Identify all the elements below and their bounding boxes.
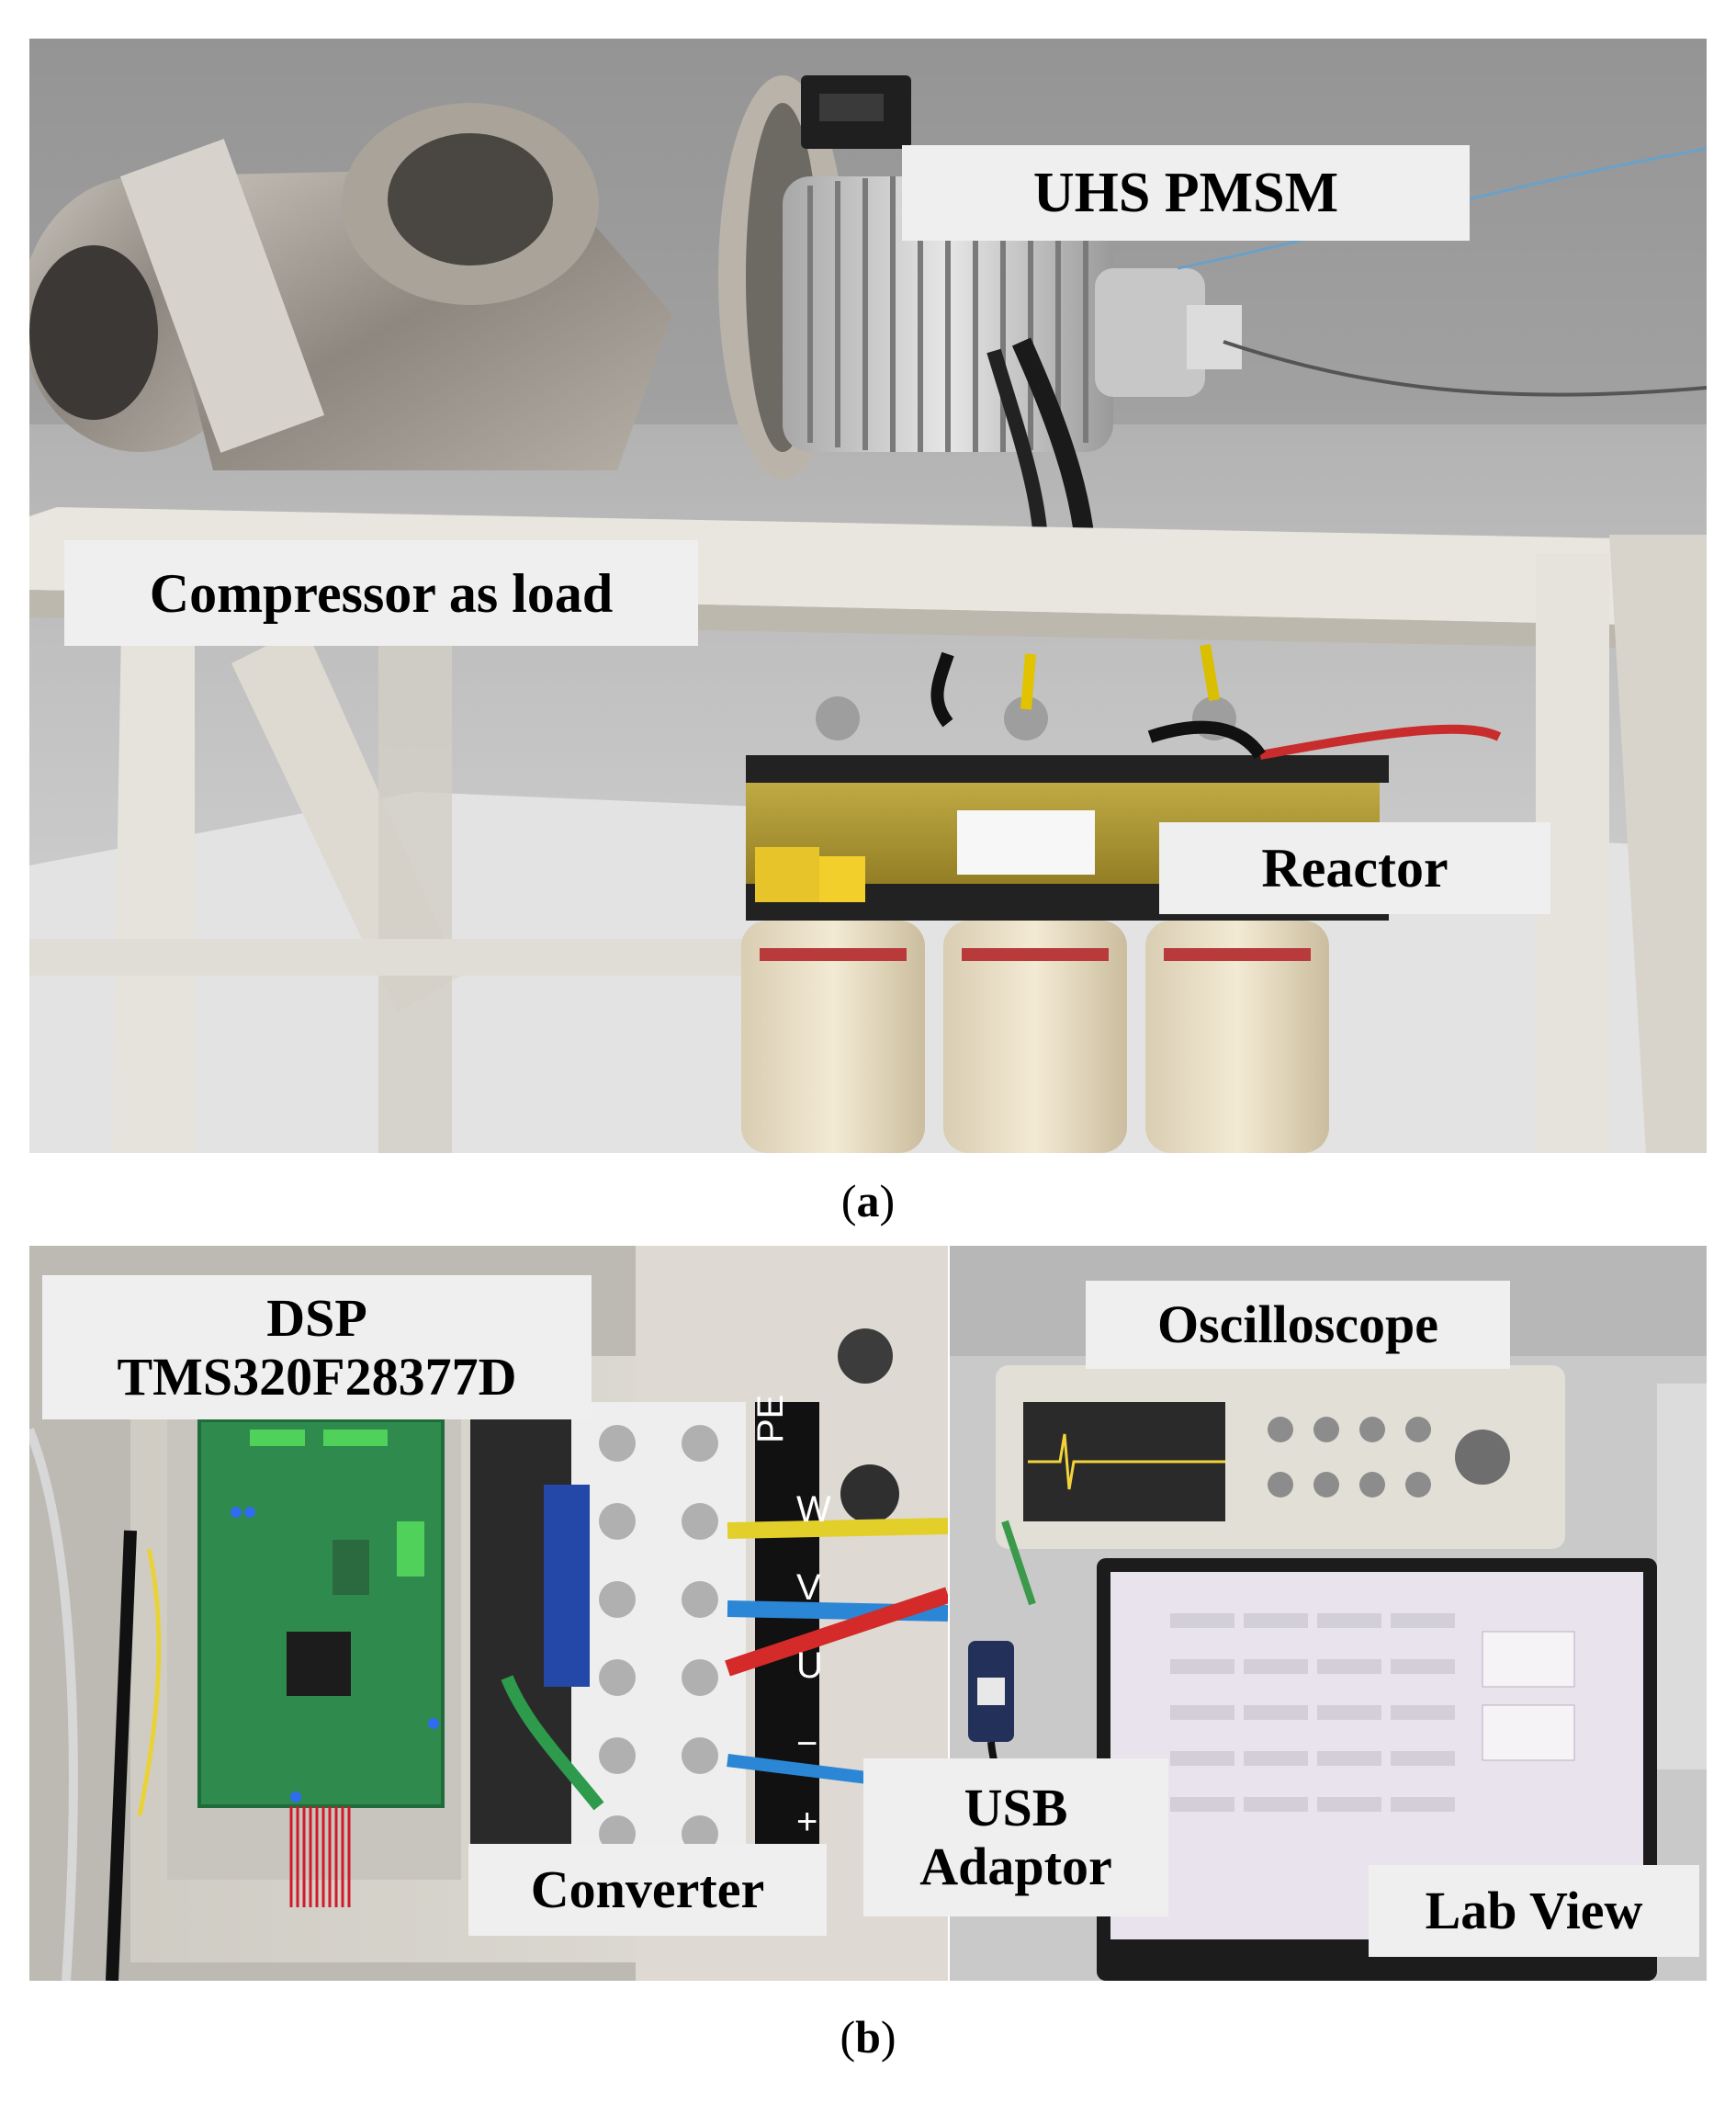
terminal-mark-pe: PE bbox=[750, 1395, 791, 1443]
label-usb-line1: USB bbox=[964, 1778, 1068, 1838]
label-oscilloscope: Oscilloscope bbox=[1086, 1281, 1510, 1369]
label-converter: Converter bbox=[468, 1844, 827, 1936]
caption-b: (b) bbox=[840, 2011, 896, 2063]
label-dsp: DSP TMS320F28377D bbox=[42, 1275, 592, 1419]
terminal-mark-v: V bbox=[796, 1567, 821, 1608]
label-usb-adaptor: USB Adaptor bbox=[863, 1758, 1168, 1916]
label-uhs-pmsm: UHS PMSM bbox=[902, 145, 1470, 241]
terminal-mark-minus: − bbox=[796, 1724, 817, 1764]
caption-a: (a) bbox=[840, 1175, 896, 1226]
terminal-mark-w: W bbox=[796, 1489, 831, 1530]
label-dsp-line1: DSP bbox=[266, 1287, 367, 1348]
caption-a-letter: a bbox=[856, 1175, 880, 1226]
terminal-mark-u: U bbox=[796, 1645, 823, 1686]
label-usb-line2: Adaptor bbox=[919, 1837, 1112, 1896]
label-dsp-line2: TMS320F28377D bbox=[117, 1346, 517, 1407]
label-lab-view: Lab View bbox=[1369, 1865, 1699, 1957]
label-compressor-as-load: Compressor as load bbox=[64, 540, 698, 646]
label-reactor: Reactor bbox=[1159, 822, 1550, 914]
caption-b-letter: b bbox=[855, 2011, 881, 2063]
terminal-mark-plus: + bbox=[796, 1802, 817, 1842]
